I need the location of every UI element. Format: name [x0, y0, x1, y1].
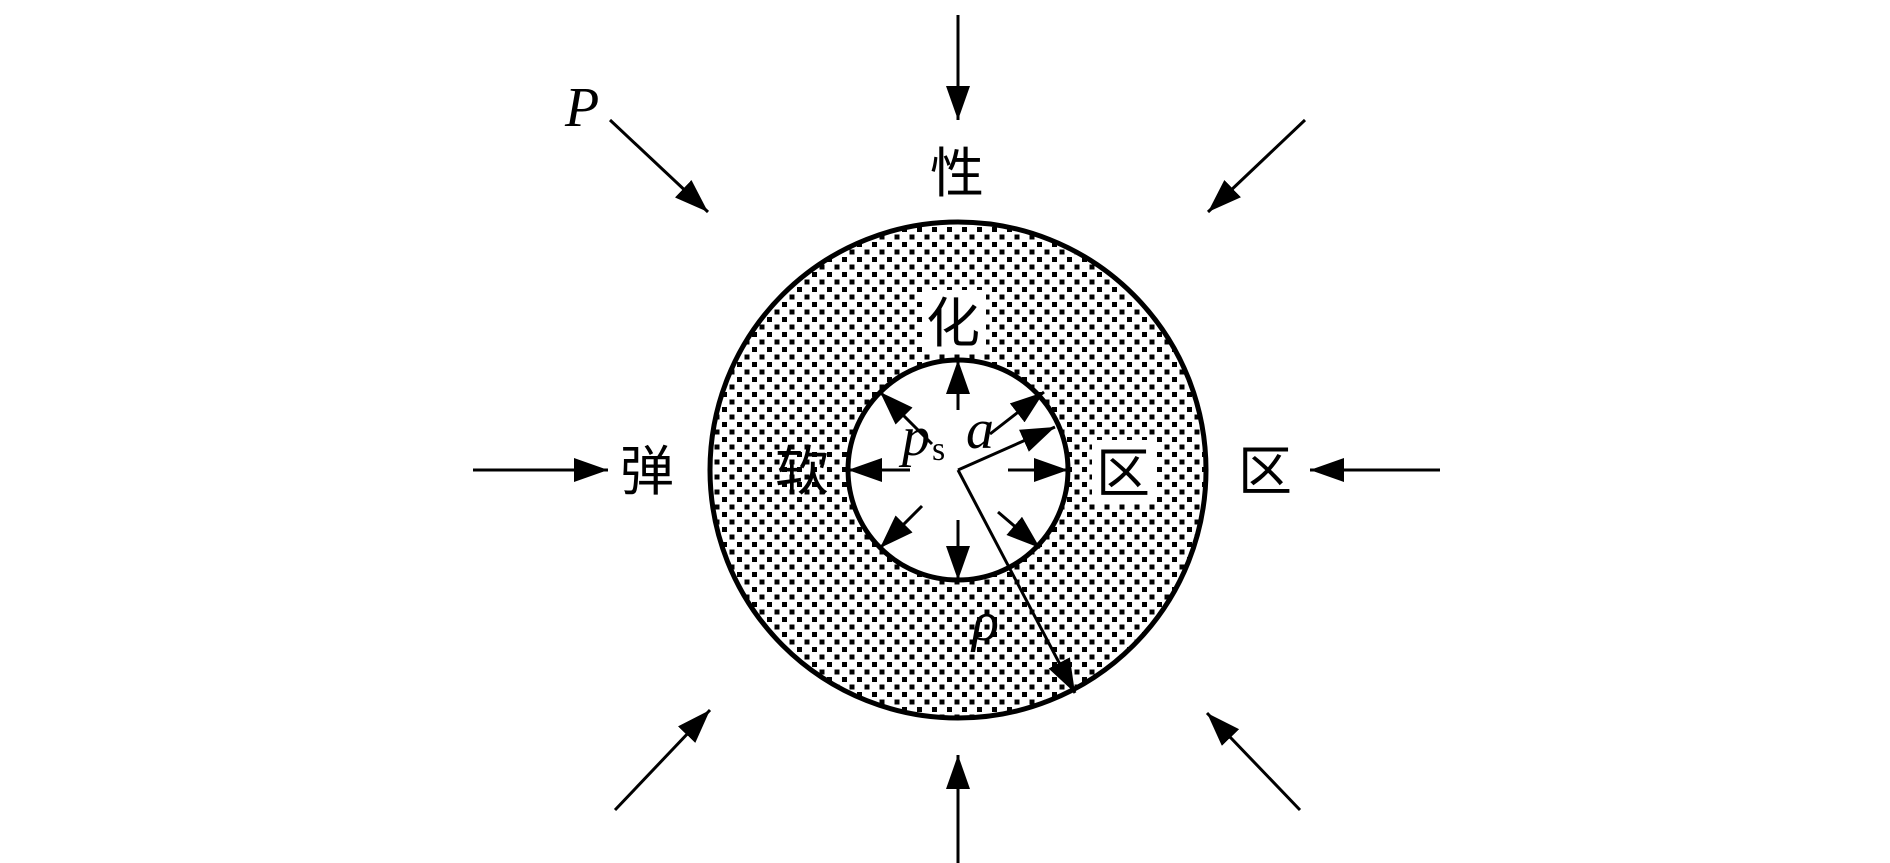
radius-rho-line — [956, 469, 1077, 694]
load-label: P — [564, 77, 599, 139]
pressure-subscript: s — [932, 431, 945, 468]
load-arrow-bottom-right — [1205, 711, 1302, 812]
radius-a-label: a — [966, 399, 994, 461]
external-load-arrows — [473, 15, 1440, 863]
radius-a-line — [957, 425, 1056, 472]
ps-arrow-down-right — [997, 510, 1041, 550]
zone-label-top: 性 — [930, 142, 984, 205]
support-pressure-arrows — [848, 360, 1068, 580]
zone-label-left: 弹 — [620, 440, 674, 503]
load-arrow-top-right — [1206, 118, 1307, 214]
inner-label-right: 区 — [1096, 442, 1150, 505]
inner-label-left: 软 — [775, 440, 829, 503]
ps-arrow-down-left — [878, 504, 924, 550]
inner-label-top: 化 — [926, 292, 980, 355]
inner-top-label-bg — [922, 290, 986, 354]
load-arrow-bottom-left — [613, 708, 712, 812]
load-arrow-top-left — [608, 118, 710, 214]
radius-rho-label: ρ — [970, 591, 999, 653]
ps-arrow-up-left — [878, 390, 934, 446]
zone-label-right: 区 — [1238, 440, 1292, 503]
ps-arrow-up-right — [989, 390, 1045, 436]
inner-right-label-bg — [1092, 440, 1156, 504]
pressure-label: p — [898, 406, 930, 468]
